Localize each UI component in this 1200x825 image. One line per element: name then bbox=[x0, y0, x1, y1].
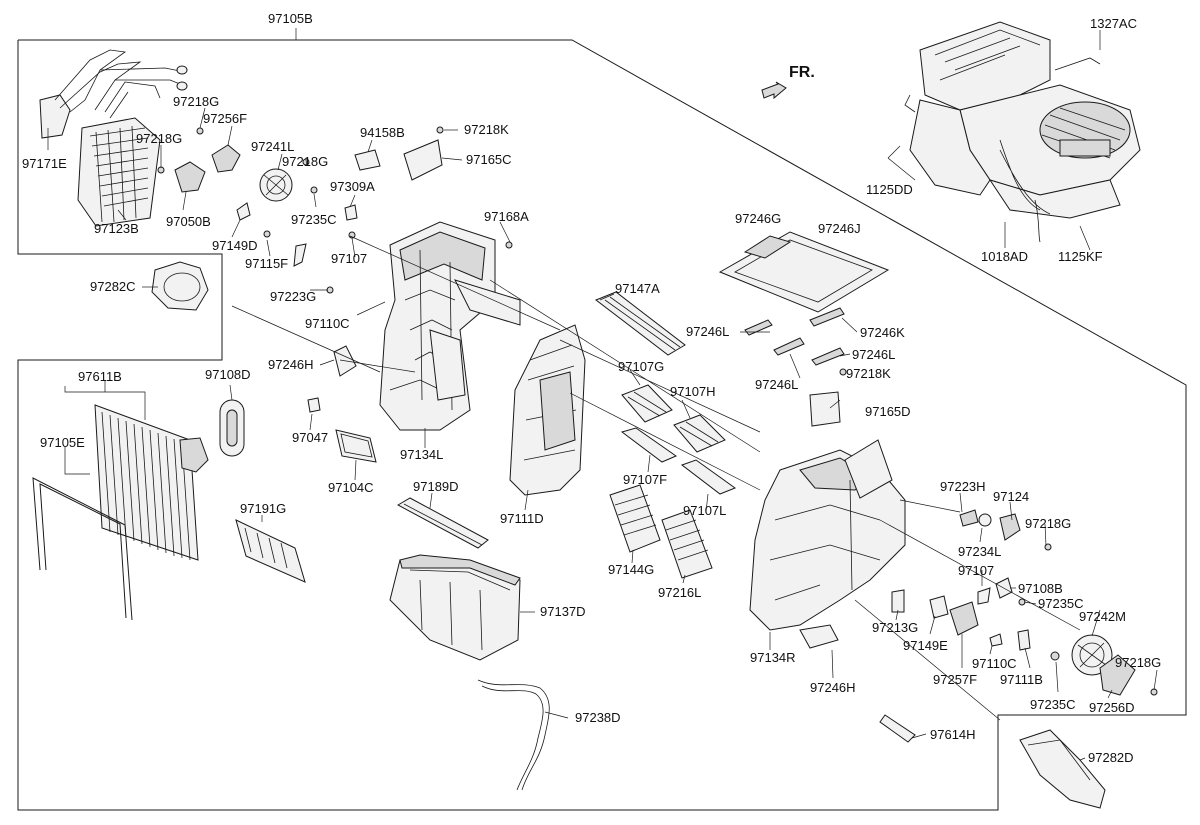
filter-seals bbox=[718, 231, 890, 366]
part-label-97147A: 97147A bbox=[615, 281, 660, 296]
center-divider-illustration bbox=[509, 324, 586, 496]
drain-hose-illustration bbox=[477, 679, 550, 791]
part-label-97123B: 97123B bbox=[94, 221, 139, 236]
part-label-97134R: 97134R bbox=[750, 650, 796, 665]
part-label-1327AC: 1327AC bbox=[1090, 16, 1137, 31]
part-label-94158B: 94158B bbox=[360, 125, 405, 140]
part-label-97242M: 97242M bbox=[1079, 609, 1126, 624]
part-label-97134L: 97134L bbox=[400, 447, 444, 462]
part-label-97246L: 97246L bbox=[852, 347, 896, 362]
part-label-97105E: 97105E bbox=[40, 435, 85, 450]
part-label-97108D: 97108D bbox=[205, 367, 251, 382]
part-label-97165C: 97165C bbox=[466, 152, 512, 167]
evaporator-seal-frame bbox=[32, 477, 133, 621]
evaporator-illustration bbox=[94, 404, 209, 561]
filter-cover-illustration bbox=[396, 497, 489, 549]
part-label-97246H: 97246H bbox=[810, 680, 856, 695]
part-label-97223H: 97223H bbox=[940, 479, 986, 494]
part-label-97107L: 97107L bbox=[683, 503, 727, 518]
part-label-97213G: 97213G bbox=[872, 620, 919, 635]
duct-right-illustration bbox=[1019, 729, 1106, 809]
part-label-97165D: 97165D bbox=[865, 404, 911, 419]
part-label-97218K: 97218K bbox=[846, 366, 891, 381]
part-label-97246G: 97246G bbox=[735, 211, 782, 226]
heater-core-illustration bbox=[39, 49, 188, 227]
part-label-97105B: 97105B bbox=[268, 11, 313, 26]
part-label-97282D: 97282D bbox=[1088, 750, 1134, 765]
part-label-97137D: 97137D bbox=[540, 604, 586, 619]
part-label-97111D: 97111D bbox=[500, 511, 544, 526]
part-label-97107: 97107 bbox=[958, 563, 995, 578]
part-label-97218G: 97218G bbox=[1115, 655, 1162, 670]
part-label-97218G: 97218G bbox=[1025, 516, 1072, 531]
part-label-97218G: 97218G bbox=[282, 154, 329, 169]
actuator-parts-top bbox=[157, 126, 513, 294]
part-label-97111B: 97111B bbox=[1000, 672, 1043, 687]
seals-left bbox=[219, 345, 377, 463]
part-label-97235C: 97235C bbox=[1038, 596, 1084, 611]
part-label-97246K: 97246K bbox=[860, 325, 905, 340]
part-label-97218K: 97218K bbox=[464, 122, 509, 137]
lower-case-illustration bbox=[389, 554, 521, 661]
left-case-illustration bbox=[379, 221, 521, 431]
part-label-97246L: 97246L bbox=[686, 324, 730, 339]
part-label-97189D: 97189D bbox=[413, 479, 459, 494]
part-label-97611B: 97611B bbox=[78, 369, 122, 384]
main-frame bbox=[17, 28, 1187, 811]
part-label-97107H: 97107H bbox=[670, 384, 716, 399]
part-label-97144G: 97144G bbox=[608, 562, 655, 577]
part-label-97282C: 97282C bbox=[90, 279, 136, 294]
front-direction-label: FR. bbox=[789, 64, 815, 81]
actuator-parts-right bbox=[879, 509, 1158, 743]
part-label-97050B: 97050B bbox=[166, 214, 211, 229]
part-label-97246H: 97246H bbox=[268, 357, 314, 372]
part-label-97223G: 97223G bbox=[270, 289, 317, 304]
part-label-97238D: 97238D bbox=[575, 710, 621, 725]
part-label-97115F: 97115F bbox=[245, 256, 289, 271]
part-label-97107: 97107 bbox=[331, 251, 368, 266]
part-label-1125DD: 1125DD bbox=[866, 182, 913, 197]
part-label-97309A: 97309A bbox=[330, 179, 375, 194]
part-label-97107G: 97107G bbox=[618, 359, 665, 374]
ptc-heater-illustration bbox=[235, 519, 306, 583]
part-label-97234L: 97234L bbox=[958, 544, 1002, 559]
right-case-illustration bbox=[749, 368, 906, 649]
part-label-97256F: 97256F bbox=[203, 111, 248, 126]
part-label-97246L: 97246L bbox=[755, 377, 799, 392]
part-label-97110C: 97110C bbox=[972, 656, 1017, 671]
blower-motor-left bbox=[151, 261, 209, 311]
front-direction-arrow bbox=[761, 81, 787, 100]
part-label-97218G: 97218G bbox=[173, 94, 220, 109]
part-label-97241L: 97241L bbox=[251, 139, 295, 154]
part-label-97257F: 97257F bbox=[933, 672, 978, 687]
part-label-97104C: 97104C bbox=[328, 480, 374, 495]
part-label-97218G: 97218G bbox=[136, 131, 183, 146]
part-label-97216L: 97216L bbox=[658, 585, 702, 600]
leader-lines bbox=[47, 30, 1158, 761]
part-label-97171E: 97171E bbox=[22, 156, 67, 171]
part-label-97108B: 97108B bbox=[1018, 581, 1063, 596]
part-label-97047: 97047 bbox=[292, 430, 329, 445]
part-label-97168A: 97168A bbox=[484, 209, 529, 224]
part-label-97107F: 97107F bbox=[623, 472, 668, 487]
part-label-97246J: 97246J bbox=[818, 221, 861, 236]
part-label-97110C: 97110C bbox=[305, 316, 350, 331]
door-parts-center bbox=[594, 291, 737, 579]
hvac-assembly-illustration bbox=[904, 21, 1141, 243]
part-label-97256D: 97256D bbox=[1089, 700, 1135, 715]
part-label-97191G: 97191G bbox=[240, 501, 287, 516]
part-label-97235C: 97235C bbox=[291, 212, 337, 227]
part-label-97149E: 97149E bbox=[903, 638, 948, 653]
part-label-97124: 97124 bbox=[993, 489, 1030, 504]
part-label-97149D: 97149D bbox=[212, 238, 258, 253]
part-label-1125KF: 1125KF bbox=[1058, 249, 1103, 264]
part-label-1018AD: 1018AD bbox=[981, 249, 1028, 264]
part-label-97235C: 97235C bbox=[1030, 697, 1076, 712]
part-label-97614H: 97614H bbox=[930, 727, 976, 742]
